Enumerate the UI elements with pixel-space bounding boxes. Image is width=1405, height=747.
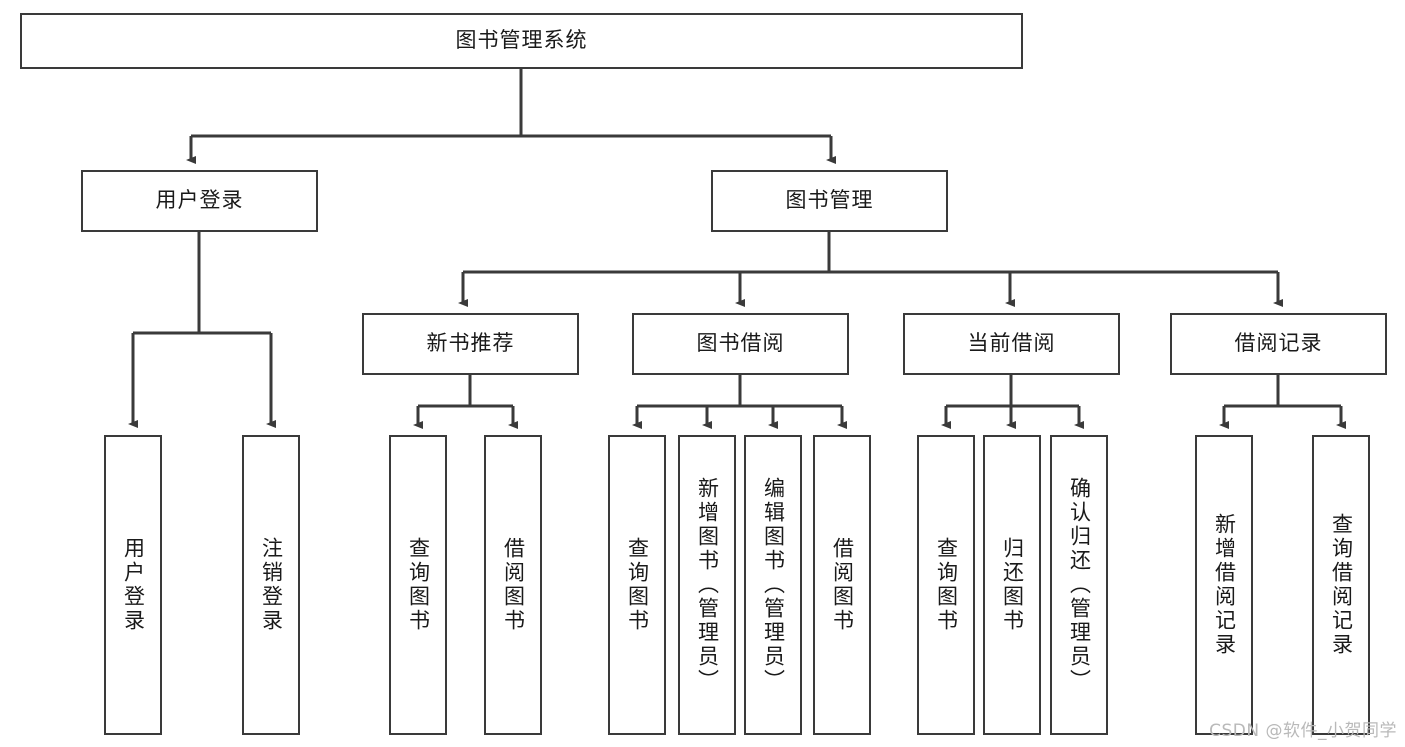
node-borrow-record[interactable]: 借阅记录: [1170, 313, 1387, 375]
node-label: 归还图书: [1000, 537, 1025, 633]
leaf-user-login-login[interactable]: 用户登录: [104, 435, 162, 735]
node-current-borrow[interactable]: 当前借阅: [903, 313, 1120, 375]
node-book-management[interactable]: 图书管理: [711, 170, 948, 232]
node-label: 确认归还（管理员）: [1067, 477, 1092, 693]
node-label: 查询图书: [934, 537, 959, 633]
leaf-book-borrow-borrow[interactable]: 借阅图书: [813, 435, 871, 735]
node-user-login[interactable]: 用户登录: [81, 170, 318, 232]
leaf-borrow-record-query[interactable]: 查询借阅记录: [1312, 435, 1370, 735]
node-label: 新增图书（管理员）: [695, 477, 720, 693]
leaf-book-borrow-query[interactable]: 查询图书: [608, 435, 666, 735]
node-root-system[interactable]: 图书管理系统: [20, 13, 1023, 69]
node-label: 注销登录: [259, 537, 284, 633]
leaf-new-book-borrow[interactable]: 借阅图书: [484, 435, 542, 735]
leaf-new-book-query[interactable]: 查询图书: [389, 435, 447, 735]
leaf-current-borrow-return[interactable]: 归还图书: [983, 435, 1041, 735]
node-label: 当前借阅: [967, 331, 1056, 356]
csdn-watermark: CSDN @软件_小贺同学: [1209, 721, 1397, 741]
node-label: 编辑图书（管理员）: [761, 477, 786, 693]
node-label: 用户登录: [121, 537, 146, 633]
node-label: 借阅图书: [501, 537, 526, 633]
node-label: 新增借阅记录: [1212, 513, 1237, 657]
node-label: 用户登录: [155, 188, 244, 213]
leaf-current-borrow-query[interactable]: 查询图书: [917, 435, 975, 735]
node-label: 查询借阅记录: [1329, 513, 1354, 657]
leaf-book-borrow-edit[interactable]: 编辑图书（管理员）: [744, 435, 802, 735]
node-label: 图书借阅: [696, 331, 785, 356]
leaf-book-borrow-add[interactable]: 新增图书（管理员）: [678, 435, 736, 735]
node-book-borrow[interactable]: 图书借阅: [632, 313, 849, 375]
node-label: 图书管理: [785, 188, 874, 213]
node-label: 借阅图书: [830, 537, 855, 633]
leaf-current-borrow-confirm-return[interactable]: 确认归还（管理员）: [1050, 435, 1108, 735]
node-label: 查询图书: [625, 537, 650, 633]
node-new-book-recommendation[interactable]: 新书推荐: [362, 313, 579, 375]
node-label: 新书推荐: [426, 331, 515, 356]
node-label: 借阅记录: [1234, 331, 1323, 356]
leaf-borrow-record-add[interactable]: 新增借阅记录: [1195, 435, 1253, 735]
node-label: 查询图书: [406, 537, 431, 633]
node-label: 图书管理系统: [455, 28, 588, 53]
leaf-user-login-logout[interactable]: 注销登录: [242, 435, 300, 735]
